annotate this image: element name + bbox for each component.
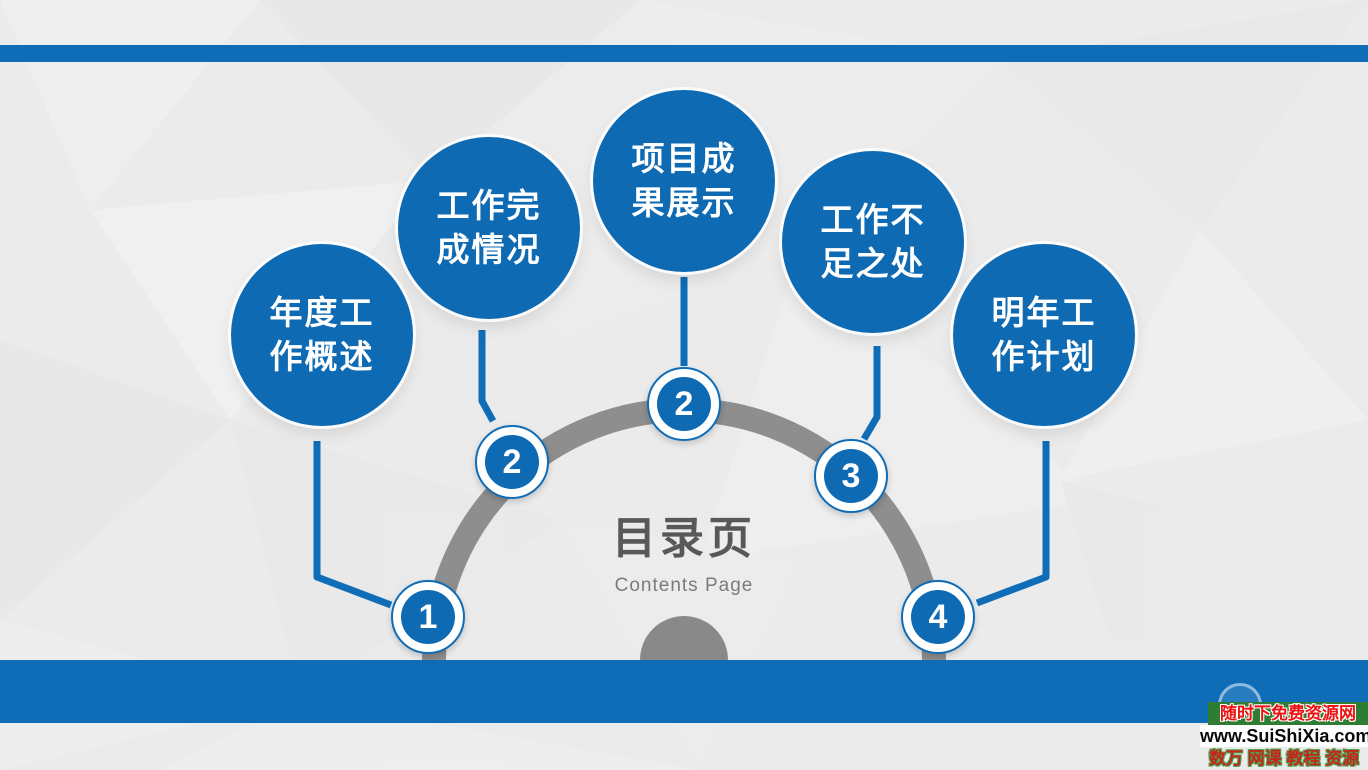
topic-circle-next-year-plan[interactable]: 明年工 作计划 (953, 244, 1135, 426)
watermark-site-name: 随时下免费资源网 (1208, 702, 1368, 725)
watermark-site-url[interactable]: www.SuiShiXia.com (1200, 725, 1368, 747)
page-title-block: 目录页 Contents Page (534, 502, 834, 597)
badge-number: 2 (485, 435, 539, 489)
page-subtitle: Contents Page (614, 575, 754, 596)
topic-circle-shortcomings[interactable]: 工作不 足之处 (782, 151, 964, 333)
topic-label-line: 作计划 (991, 338, 1097, 375)
topic-label-line: 作概述 (269, 338, 375, 375)
arc-badge-1[interactable]: 1 (391, 580, 465, 654)
topic-label-line: 工作不 (820, 201, 926, 239)
page-title: 目录页 (612, 514, 756, 563)
connector-line-5 (975, 441, 1050, 607)
topic-label-line: 项目成 (631, 140, 737, 178)
watermark-tagline: 数万 网课 教程 资源 (1208, 749, 1360, 768)
arc-badge-3[interactable]: 2 (647, 367, 721, 441)
topic-circle-project-results[interactable]: 项目成 果展示 (593, 90, 775, 272)
arc-badge-4[interactable]: 3 (814, 439, 888, 513)
connector-line-1 (313, 441, 393, 609)
connector-line-2 (478, 330, 497, 423)
badge-number: 4 (911, 590, 965, 644)
topic-label-line: 工作完 (436, 187, 542, 225)
topic-label-line: 果展示 (631, 184, 737, 221)
arc-badge-5[interactable]: 4 (901, 580, 975, 654)
badge-number: 2 (657, 377, 711, 431)
badge-number: 1 (401, 590, 455, 644)
dome (640, 616, 728, 660)
arc-badge-2[interactable]: 2 (475, 425, 549, 499)
topic-label-line: 年度工 (269, 294, 375, 332)
topic-label-line: 足之处 (820, 245, 926, 282)
topic-label-line: 明年工 (991, 294, 1097, 332)
badge-number: 3 (824, 449, 878, 503)
top-accent-bar (0, 45, 1368, 62)
bottom-accent-bar (0, 660, 1368, 723)
topic-circle-work-completion[interactable]: 工作完 成情况 (398, 137, 580, 319)
connector-line-4 (860, 346, 881, 441)
topic-label-line: 成情况 (436, 231, 542, 268)
topic-circle-annual-overview[interactable]: 年度工 作概述 (231, 244, 413, 426)
